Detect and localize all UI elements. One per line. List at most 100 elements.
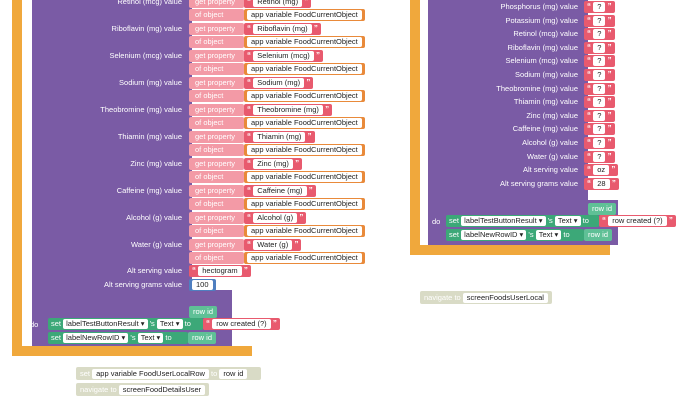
property-name[interactable]: Riboflavin (mg) <box>253 24 312 34</box>
left-set1-value[interactable]: row created (?) <box>212 319 271 329</box>
of-object-block[interactable]: of object <box>189 198 244 210</box>
property-name[interactable]: Water (g) <box>253 240 293 250</box>
property-name[interactable]: Retinol (mg) <box>253 0 303 7</box>
object-variable-block[interactable]: app variable FoodCurrentObject <box>244 9 365 21</box>
right-value[interactable]: oz <box>593 165 610 175</box>
property-name[interactable]: Thiamin (mg) <box>253 132 306 142</box>
alt-grams-value[interactable]: 100 <box>192 280 213 290</box>
left-set-block-2[interactable]: set labelNewRowID ▾ 's Text ▾ to <box>48 332 188 344</box>
object-variable-block[interactable]: app variable FoodCurrentObject <box>244 171 365 183</box>
right-value-text-block[interactable]: “ ? ” <box>584 123 615 135</box>
ghost-screen-dropdown[interactable]: screenFoodDetailsUser <box>118 385 206 396</box>
of-object-block[interactable]: of object <box>189 252 244 264</box>
get-property-block[interactable]: get property <box>189 131 244 143</box>
object-variable-block[interactable]: app variable FoodCurrentObject <box>244 225 365 237</box>
property-name[interactable]: Sodium (mg) <box>253 78 305 88</box>
ghost-set-block[interactable]: set app variable FoodUserLocalRow to row… <box>76 367 261 380</box>
right-value[interactable]: ? <box>593 138 606 148</box>
right-value[interactable]: ? <box>593 43 606 53</box>
left-row-id-param[interactable]: row id <box>189 306 218 318</box>
right-value[interactable]: ? <box>593 16 606 26</box>
right-set-block-1[interactable]: set labelTestButtonResult ▾ 's Text ▾ to <box>446 215 599 227</box>
right-value[interactable]: ? <box>593 2 606 12</box>
object-variable[interactable]: app variable FoodCurrentObject <box>247 10 362 20</box>
object-variable-block[interactable]: app variable FoodCurrentObject <box>244 36 365 48</box>
right-event-block-outer[interactable] <box>410 0 420 255</box>
property-name[interactable]: Zinc (mg) <box>253 159 293 169</box>
of-object-block[interactable]: of object <box>189 171 244 183</box>
of-object-block[interactable]: of object <box>189 63 244 75</box>
of-object-block[interactable]: of object <box>189 117 244 129</box>
object-variable[interactable]: app variable FoodCurrentObject <box>247 64 362 74</box>
object-variable[interactable]: app variable FoodCurrentObject <box>247 253 362 263</box>
object-variable[interactable]: app variable FoodCurrentObject <box>247 199 362 209</box>
property-text-block[interactable]: “ Riboflavin (mg) ” <box>244 23 321 35</box>
right-value-text-block[interactable]: “ oz ” <box>584 164 619 176</box>
get-property-block[interactable]: get property <box>189 104 244 116</box>
object-variable[interactable]: app variable FoodCurrentObject <box>247 91 362 101</box>
set-target-dropdown[interactable]: labelTestButtonResult ▾ <box>461 216 546 226</box>
property-text-block[interactable]: “ Theobromine (mg) ” <box>244 104 333 116</box>
of-object-block[interactable]: of object <box>189 144 244 156</box>
property-name[interactable]: Alcohol (g) <box>253 213 298 223</box>
property-text-block[interactable]: “ Zinc (mg) ” <box>244 158 303 170</box>
object-variable[interactable]: app variable FoodCurrentObject <box>247 118 362 128</box>
object-variable-block[interactable]: app variable FoodCurrentObject <box>244 63 365 75</box>
right-value[interactable]: 28 <box>593 179 610 189</box>
right-value[interactable]: ? <box>593 56 606 66</box>
property-name[interactable]: Selenium (mcg) <box>253 51 314 61</box>
property-text-block[interactable]: “ Selenium (mcg) ” <box>244 50 323 62</box>
alt-serving-value[interactable]: hectogram <box>198 266 242 276</box>
right-value-text-block[interactable]: “ ? ” <box>584 137 615 149</box>
property-name[interactable]: Theobromine (mg) <box>253 105 323 115</box>
left-set-block-1[interactable]: set labelTestButtonResult ▾ 's Text ▾ to <box>48 318 203 330</box>
right-value-text-block[interactable]: “ ? ” <box>584 1 615 13</box>
of-object-block[interactable]: of object <box>189 36 244 48</box>
alt-grams-number-block[interactable]: 100 <box>189 279 216 291</box>
get-property-block[interactable]: get property <box>189 158 244 170</box>
right-value[interactable]: ? <box>593 29 606 39</box>
right-value-text-block[interactable]: “ ? ” <box>584 42 615 54</box>
set-target-dropdown[interactable]: labelNewRowID ▾ <box>63 333 129 343</box>
right-value-text-block[interactable]: “ ? ” <box>584 83 615 95</box>
property-text-block[interactable]: “ Alcohol (g) ” <box>244 212 307 224</box>
right-value-text-block[interactable]: “ ? ” <box>584 110 615 122</box>
property-text-block[interactable]: “ Caffeine (mg) ” <box>244 185 316 197</box>
right-value[interactable]: ? <box>593 124 606 134</box>
get-property-block[interactable]: get property <box>189 23 244 35</box>
left-set1-value-block[interactable]: “ row created (?) ” <box>203 318 280 330</box>
of-object-block[interactable]: of object <box>189 9 244 21</box>
right-value[interactable]: ? <box>593 111 606 121</box>
right-value-text-block[interactable]: “ 28 ” <box>584 178 619 190</box>
alt-serving-text-block[interactable]: “ hectogram ” <box>189 265 251 277</box>
right-value[interactable]: ? <box>593 97 606 107</box>
set-target-dropdown[interactable]: labelNewRowID ▾ <box>461 230 527 240</box>
object-variable-block[interactable]: app variable FoodCurrentObject <box>244 144 365 156</box>
right-row-id-param[interactable]: row id <box>588 203 617 215</box>
object-variable[interactable]: app variable FoodCurrentObject <box>247 145 362 155</box>
right-value-text-block[interactable]: “ ? ” <box>584 28 615 40</box>
property-text-block[interactable]: “ Water (g) ” <box>244 239 302 251</box>
object-variable-block[interactable]: app variable FoodCurrentObject <box>244 198 365 210</box>
object-variable-block[interactable]: app variable FoodCurrentObject <box>244 252 365 264</box>
set-target-dropdown[interactable]: labelTestButtonResult ▾ <box>63 319 148 329</box>
right-value-text-block[interactable]: “ ? ” <box>584 151 615 163</box>
of-object-block[interactable]: of object <box>189 90 244 102</box>
property-text-block[interactable]: “ Thiamin (mg) ” <box>244 131 315 143</box>
ghost-navigate-block-right[interactable]: navigate to screenFoodsUserLocal <box>420 291 552 304</box>
right-value[interactable]: ? <box>593 84 606 94</box>
right-set1-value[interactable]: row created (?) <box>608 216 667 226</box>
object-variable[interactable]: app variable FoodCurrentObject <box>247 37 362 47</box>
right-value-text-block[interactable]: “ ? ” <box>584 96 615 108</box>
ghost-row-id[interactable]: row id <box>219 369 248 380</box>
set-prop-dropdown[interactable]: Text ▾ <box>137 333 164 343</box>
right-set-block-2[interactable]: set labelNewRowID ▾ 's Text ▾ to <box>446 229 584 241</box>
right-value[interactable]: ? <box>593 152 606 162</box>
right-value-text-block[interactable]: “ ? ” <box>584 55 615 67</box>
of-object-block[interactable]: of object <box>189 225 244 237</box>
ghost-screen-dropdown[interactable]: screenFoodsUserLocal <box>462 293 548 304</box>
get-property-block[interactable]: get property <box>189 50 244 62</box>
property-text-block[interactable]: “ Retinol (mg) ” <box>244 0 312 8</box>
left-event-block-outer[interactable] <box>12 0 22 356</box>
object-variable-block[interactable]: app variable FoodCurrentObject <box>244 90 365 102</box>
